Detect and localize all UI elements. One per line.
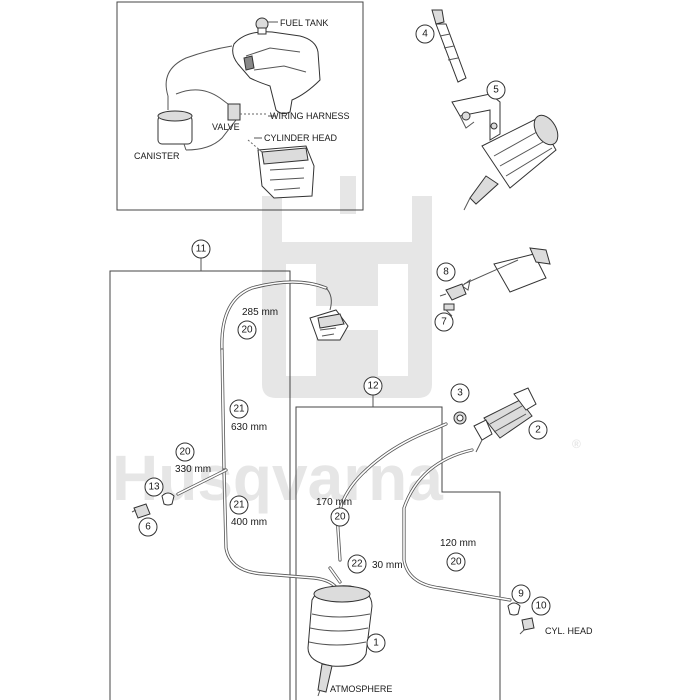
callout-12: 12: [363, 376, 383, 396]
tank-vent-line: [165, 45, 233, 97]
part-2-purge-valve: [473, 387, 537, 453]
callout-20-170: 20: [330, 507, 350, 527]
callout-20-330: 20: [175, 442, 195, 462]
label-cylinder-head: CYLINDER HEAD: [264, 133, 338, 143]
svg-text:11: 11: [196, 244, 207, 255]
callout-6: 6: [138, 517, 158, 537]
part-3-clamp: [453, 411, 467, 425]
dim-630mm: 630 mm: [231, 422, 267, 433]
callout-1: 1: [366, 633, 386, 653]
callout-20-285: 20: [237, 320, 257, 340]
canister-illustration: [157, 96, 193, 151]
canister-mounted-illustration: [463, 114, 559, 211]
hose-30mm: [328, 566, 342, 584]
canister-head-line: [185, 119, 237, 151]
svg-text:9: 9: [518, 589, 524, 600]
crown-logo-watermark: [262, 176, 432, 398]
canister-valve-line: [175, 89, 229, 105]
callout-22: 22: [347, 554, 367, 574]
svg-text:6: 6: [145, 522, 151, 533]
dim-30mm: 30 mm: [372, 560, 403, 571]
part-8-valve-assembly: [439, 247, 551, 301]
label-atmosphere: ATMOSPHERE: [330, 684, 392, 694]
svg-text:12: 12: [367, 381, 379, 392]
part-5-bracket: [451, 93, 501, 141]
svg-text:20: 20: [241, 325, 253, 336]
callout-2: 2: [528, 420, 548, 440]
callout-9: 9: [511, 584, 531, 604]
callout-21-630: 21: [229, 399, 249, 419]
svg-text:4: 4: [422, 29, 428, 40]
svg-text:20: 20: [334, 512, 346, 523]
dim-170mm: 170 mm: [316, 497, 352, 508]
callout-4: 4: [415, 24, 435, 44]
dim-330mm: 330 mm: [175, 464, 211, 475]
svg-text:8: 8: [443, 267, 449, 278]
svg-text:1: 1: [373, 638, 379, 649]
part-10-nipple: [519, 617, 535, 635]
svg-text:5: 5: [493, 85, 499, 96]
hose-400mm: [222, 468, 340, 592]
callout-3: 3: [450, 383, 470, 403]
part-9-clamp: [507, 602, 521, 616]
hose-330mm: [176, 468, 228, 496]
svg-text:3: 3: [457, 388, 463, 399]
system-overview-inset: FUEL TANK WIRING HARNESS VALVE CYLINDER …: [116, 1, 364, 211]
callout-8: 8: [436, 262, 456, 282]
svg-text:22: 22: [351, 559, 363, 570]
svg-text:13: 13: [148, 482, 160, 493]
svg-text:20: 20: [179, 447, 191, 458]
svg-text:21: 21: [233, 500, 245, 511]
hose-285mm: [220, 280, 328, 352]
dim-400mm: 400 mm: [231, 517, 267, 528]
group-12-frame: [295, 395, 501, 700]
watermark-registered-mark: ®: [572, 437, 581, 451]
part-4-holder: [431, 9, 467, 83]
hose-630mm: [220, 348, 226, 472]
callout-13: 13: [144, 477, 164, 497]
callout-5: 5: [486, 80, 506, 100]
callout-10: 10: [531, 596, 551, 616]
valve-illustration: [227, 103, 268, 121]
part-1-canister: [307, 585, 373, 697]
part-7-screw: [443, 303, 455, 317]
label-fuel-tank: FUEL TANK: [280, 18, 328, 28]
svg-text:21: 21: [233, 404, 245, 415]
label-cyl-head: CYL. HEAD: [545, 626, 593, 636]
callout-11: 11: [191, 239, 211, 259]
callout-20-120: 20: [446, 552, 466, 572]
fuel-tank-illustration: [232, 17, 321, 115]
inset-frame: [116, 1, 364, 211]
svg-text:20: 20: [450, 557, 462, 568]
dim-120mm: 120 mm: [440, 538, 476, 549]
callout-7: 7: [434, 312, 454, 332]
watermark-brand-text: Husqvarna: [112, 442, 443, 514]
t-fitting-rollover-valve: [309, 287, 349, 341]
label-wiring-harness: WIRING HARNESS: [270, 111, 350, 121]
part-6-fitting: [131, 503, 151, 519]
label-valve: VALVE: [212, 122, 240, 132]
label-canister: CANISTER: [134, 151, 180, 161]
cylinder-head-illustration: [247, 139, 315, 199]
svg-text:7: 7: [441, 317, 447, 328]
callout-21-400: 21: [229, 495, 249, 515]
part-13-clamp: [161, 492, 175, 506]
group-11-frame: [109, 258, 291, 700]
svg-text:10: 10: [535, 601, 547, 612]
dim-285mm: 285 mm: [242, 307, 278, 318]
hose-120mm: [402, 448, 512, 602]
svg-text:2: 2: [535, 425, 541, 436]
